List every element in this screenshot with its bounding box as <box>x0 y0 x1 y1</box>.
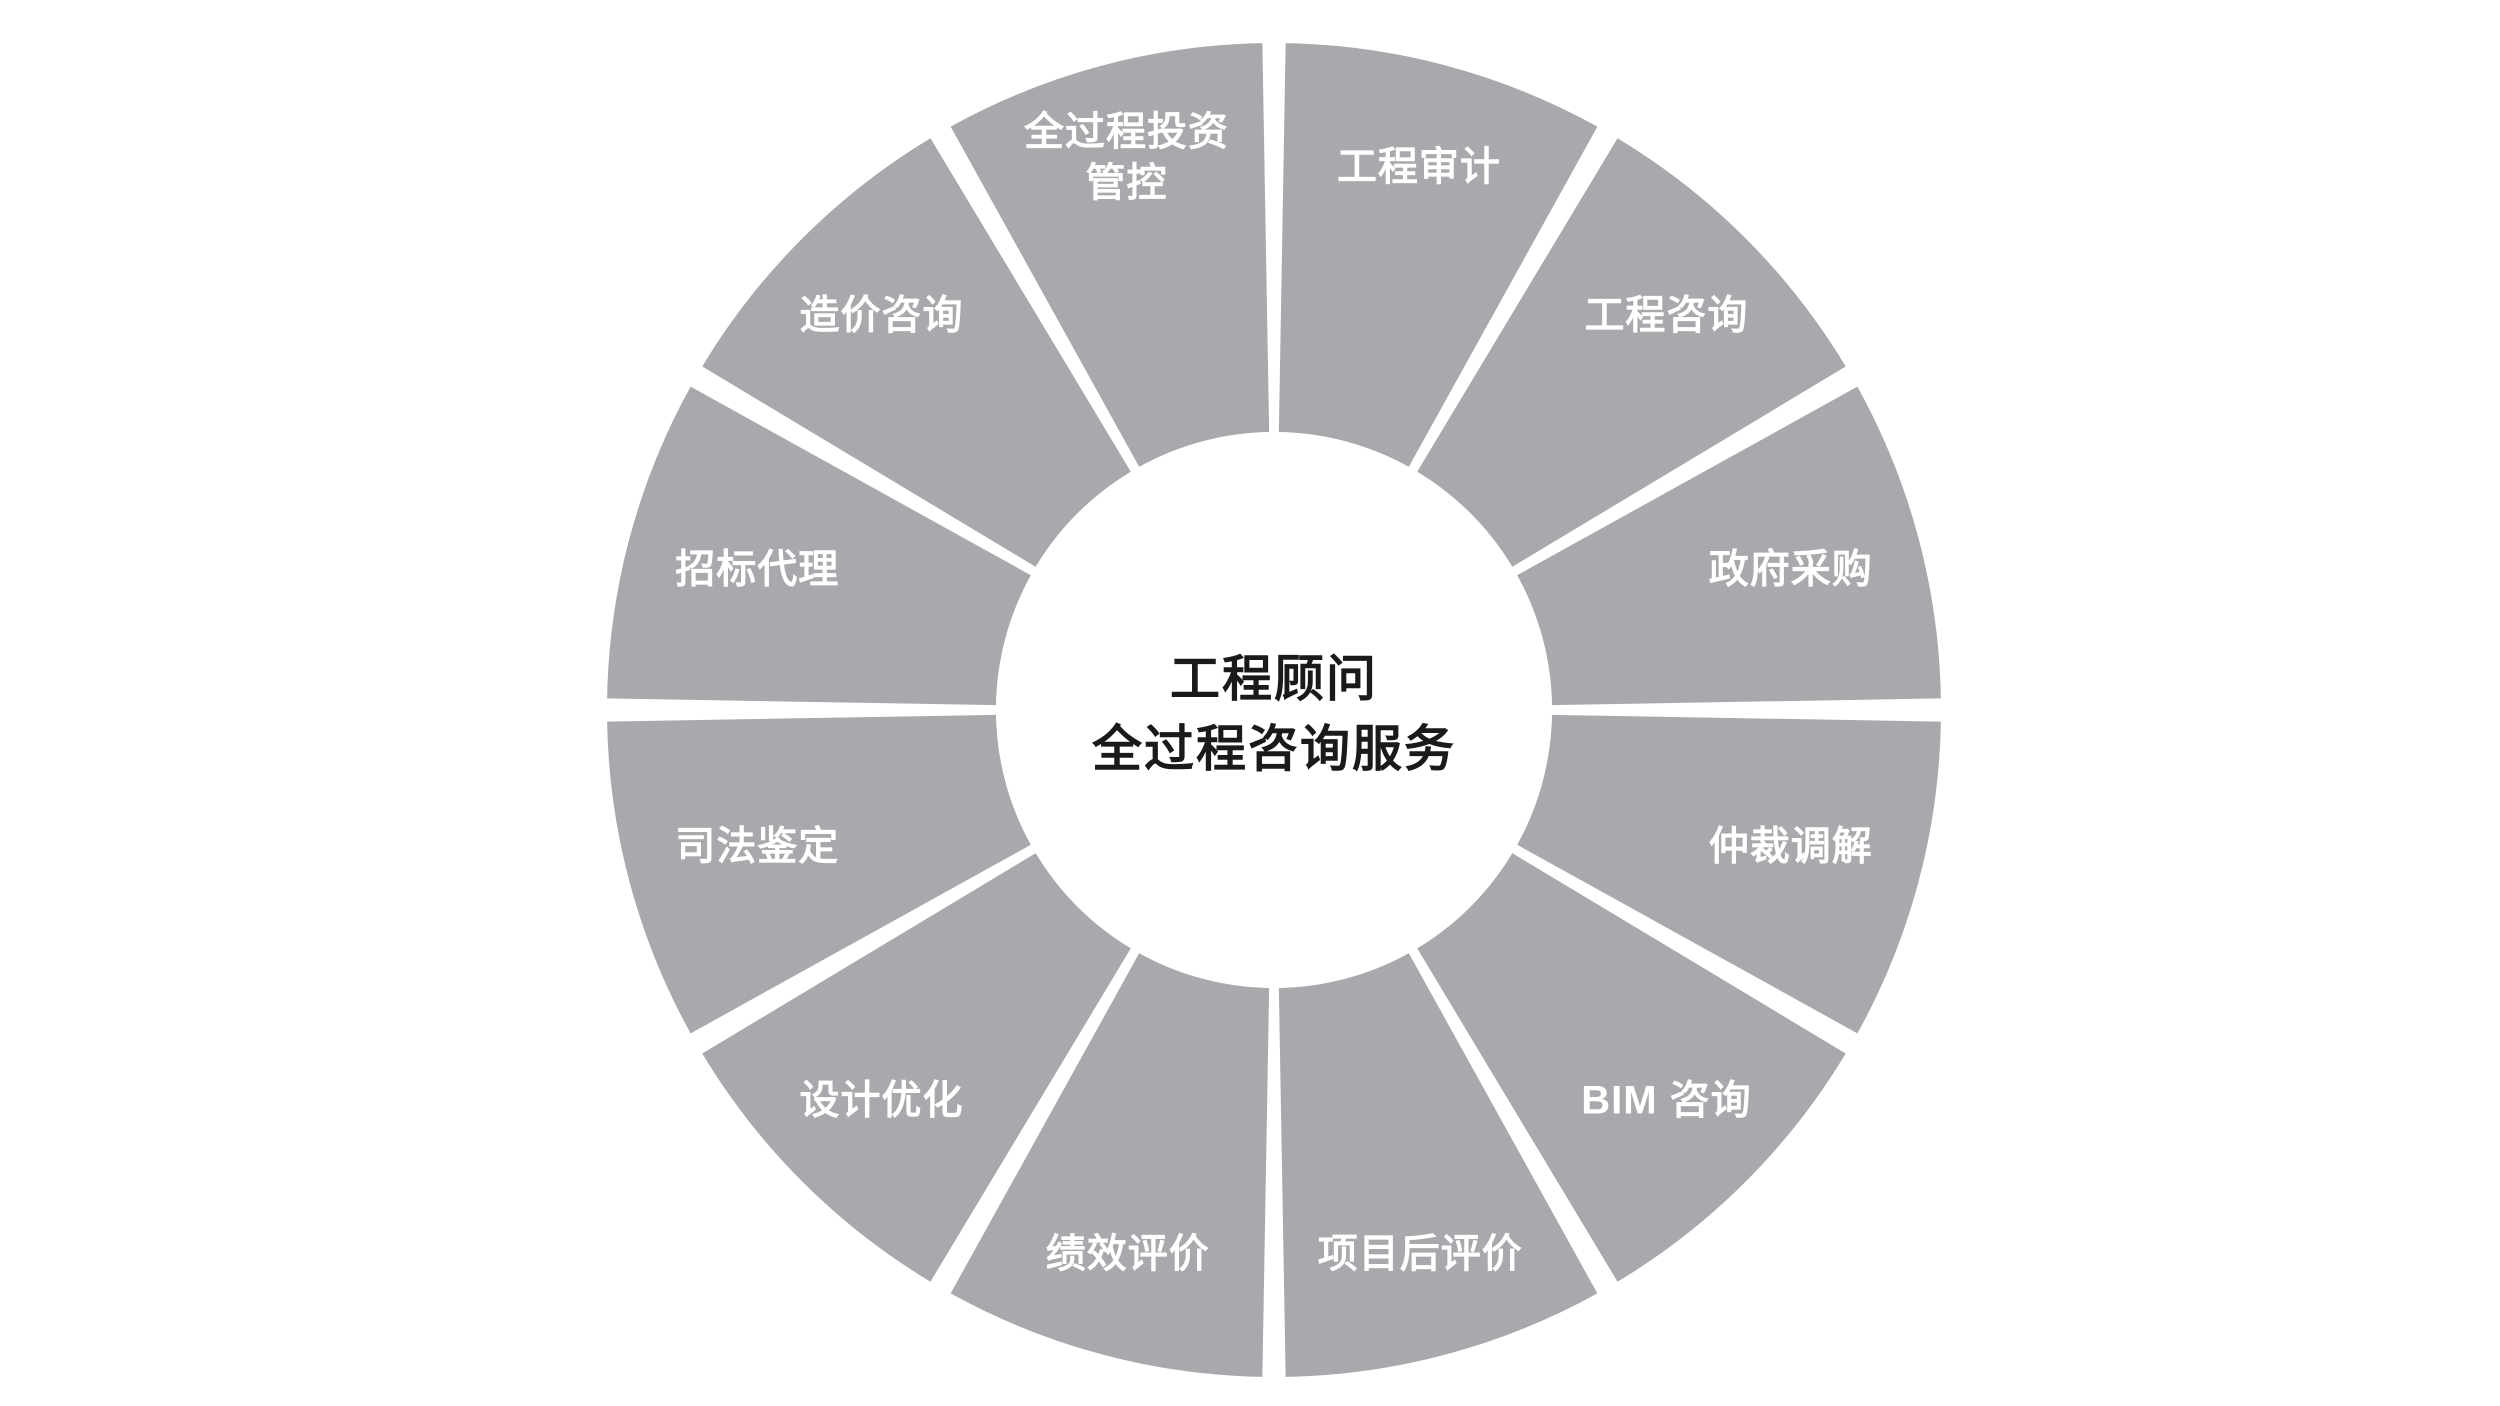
segment-label-zhengfu-caigou: 政府采购 <box>1709 547 1873 591</box>
segment-label-line: 工程咨询 <box>1584 293 1748 337</box>
wheel-segments <box>607 43 1941 1377</box>
segment-label-zaojia-zixun: 造价咨询 <box>800 293 964 337</box>
center-hub <box>996 432 1552 988</box>
segment-label-sheji-youhua: 设计优化 <box>800 1078 964 1122</box>
segment-label-line: 政府采购 <box>1709 547 1873 591</box>
wheel-segment-gongcheng-shenji[interactable] <box>1278 43 1598 467</box>
segment-label-line: 招标代理 <box>675 547 839 591</box>
center-title-line-2: 全过程咨询服务 <box>1091 721 1456 777</box>
wheel-segment-zhengfu-caigou[interactable] <box>1517 386 1941 706</box>
wheel-segment-xiangmu-hou-pingjia[interactable] <box>1278 953 1598 1377</box>
wheel-segment-bim-zixun[interactable] <box>1417 853 1846 1282</box>
wheel-segment-zhaobiao-daili[interactable] <box>607 386 1031 706</box>
wheel-segment-jixiao-pingjia[interactable] <box>950 953 1270 1377</box>
segment-label-gongcheng-shenji: 工程审计 <box>1337 145 1501 189</box>
segment-label-line: 司法鉴定 <box>675 824 839 868</box>
center-title-line-1: 工程顾问 <box>1170 651 1378 707</box>
segment-label-line: 全过程投资 <box>1023 108 1229 153</box>
segment-label-sifa-jianding: 司法鉴定 <box>675 824 839 868</box>
segment-label-line: 工程审计 <box>1337 145 1501 189</box>
segment-label-jixiao-pingjia: 绩效评价 <box>1046 1231 1210 1275</box>
segment-label-line: 设计优化 <box>800 1078 964 1122</box>
segment-label-line: 管控 <box>1085 161 1167 205</box>
segment-label-line: 仲裁调解 <box>1709 824 1873 868</box>
segment-label-line: 造价咨询 <box>800 293 964 337</box>
segment-label-zhaobiao-daili: 招标代理 <box>675 547 839 591</box>
segment-label-line: 绩效评价 <box>1046 1231 1210 1275</box>
segment-label-zhongcai-tiaojie: 仲裁调解 <box>1709 824 1873 868</box>
segment-label-xiangmu-hou-pingjia: 项目后评价 <box>1318 1231 1523 1275</box>
wheel-segment-sheji-youhua[interactable] <box>702 853 1131 1282</box>
wheel-segment-quanguocheng-touzi-guankong[interactable] <box>950 43 1270 467</box>
segment-label-line: 项目后评价 <box>1318 1231 1523 1275</box>
wheel-segment-sifa-jianding[interactable] <box>607 714 1031 1034</box>
wheel-segment-zhongcai-tiaojie[interactable] <box>1517 714 1941 1034</box>
segment-label-line: BIM 咨询 <box>1581 1078 1751 1122</box>
segment-label-quanguocheng-touzi-guankong: 全过程投资管控 <box>1023 108 1229 204</box>
wheel-segment-gongcheng-zixun[interactable] <box>1417 138 1846 567</box>
segment-label-bim-zixun: BIM 咨询 <box>1581 1078 1751 1122</box>
segment-label-gongcheng-zixun: 工程咨询 <box>1584 293 1748 337</box>
wheel-segment-zaojia-zixun[interactable] <box>702 138 1131 567</box>
